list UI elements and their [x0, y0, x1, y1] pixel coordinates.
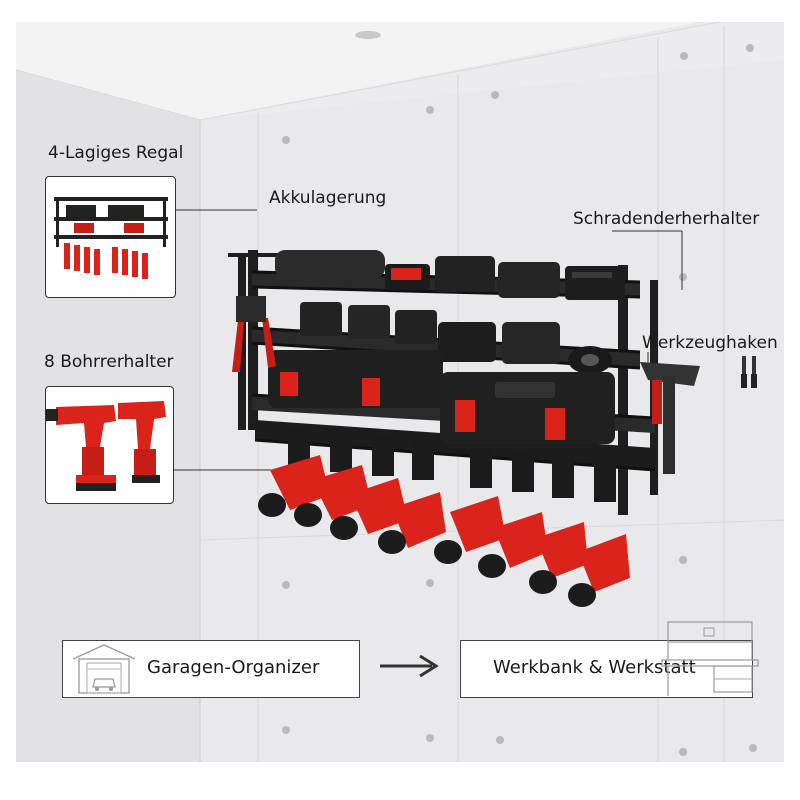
top-shelf-tools: [275, 250, 625, 300]
wall-screws: [282, 44, 757, 756]
arrow-right-icon: [380, 654, 439, 678]
hammer: [640, 362, 700, 474]
shelf-title: 4-Lagiges Regal: [48, 143, 184, 163]
shelf-thumbnail: [45, 176, 176, 298]
garage-icon: [72, 644, 136, 694]
battery-storage-label: Akkulagerung: [269, 188, 387, 208]
garage-organizer-text: Garagen-Organizer: [147, 657, 320, 678]
workbench-text: Werkbank & Werkstatt: [493, 657, 696, 678]
drill-thumbnail: [45, 386, 174, 504]
tool-cases: [268, 350, 615, 444]
garage-organizer-box: Garagen-Organizer: [62, 640, 360, 698]
workbench-box: Werkbank & Werkstatt: [460, 640, 753, 698]
screwdriver-holder-label: Schradenderherhalter: [573, 209, 760, 229]
drills: [258, 428, 630, 607]
screwdriver-icon: [741, 356, 757, 388]
pliers: [232, 296, 276, 372]
tool-hooks-label: Werkzeughaken: [642, 333, 778, 353]
workbench-icon: [661, 621, 759, 696]
second-shelf-batteries: [300, 302, 612, 374]
drill-holders-label: 8 Bohrrerhalter: [44, 352, 174, 372]
